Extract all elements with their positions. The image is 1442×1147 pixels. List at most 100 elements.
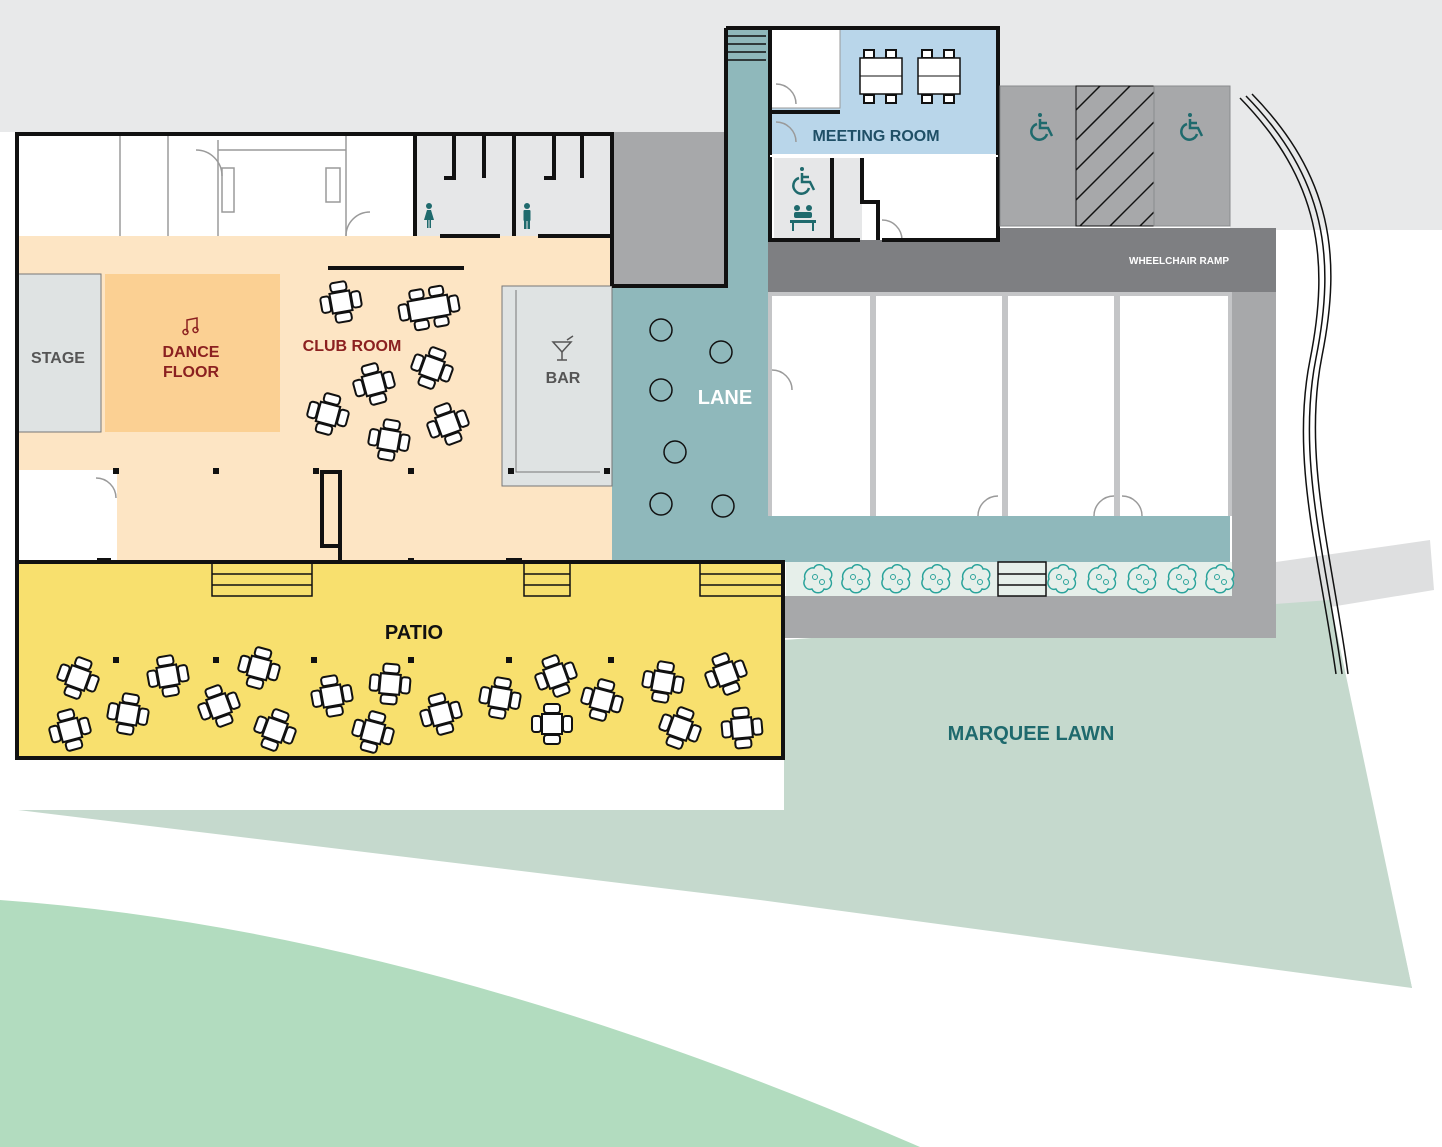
wall: [612, 28, 728, 288]
right-paved-area: [1230, 0, 1442, 230]
south-paving: [784, 596, 1276, 638]
table-4-seat: [478, 676, 522, 720]
table-4-seat: [658, 706, 702, 750]
stool: [649, 492, 673, 516]
table-4-seat: [319, 280, 363, 324]
table-4-seat: [367, 418, 411, 462]
parking-bay-hatched: [1075, 85, 1155, 227]
stool: [711, 494, 735, 518]
patio-tables: [48, 646, 764, 754]
dance-floor: [105, 274, 280, 432]
table-4-seat: [56, 656, 100, 700]
meeting-room-label: MEETING ROOM: [812, 128, 939, 145]
column: [508, 468, 514, 474]
table-4-seat: [106, 692, 150, 736]
table-4-seat: [531, 703, 573, 745]
table-4-seat: [48, 708, 92, 752]
column: [408, 468, 414, 474]
hatch-line: [1139, 211, 1155, 227]
table-6-seat: [397, 284, 461, 332]
club-walls: [320, 266, 464, 562]
hatch-line: [1075, 121, 1155, 201]
lane-stools: [649, 318, 735, 518]
table-4-seat: [641, 660, 685, 704]
shrub-icon: [1167, 564, 1197, 594]
fixture: [221, 167, 235, 213]
male-restroom-icon: [523, 203, 531, 229]
table-4-seat: [352, 362, 396, 406]
door-swing: [775, 121, 797, 143]
marquee-lawn-label: MARQUEE LAWN: [948, 723, 1115, 745]
meeting-table: [917, 49, 961, 104]
door-swing: [345, 211, 371, 237]
stage-label: STAGE: [31, 350, 85, 367]
door-swing: [95, 477, 117, 499]
patio-columns: [113, 657, 614, 663]
hatch-line: [1075, 85, 1101, 111]
meeting-tables: [859, 49, 961, 104]
rail: [1245, 95, 1343, 675]
dance-floor-label-2: FLOOR: [163, 364, 219, 381]
table-4-seat: [351, 710, 395, 754]
table-4-seat: [253, 708, 297, 752]
stage: [16, 273, 102, 433]
wall: [860, 158, 880, 240]
change-rooms: [768, 292, 1232, 517]
store-nw: [769, 27, 841, 109]
stool: [709, 340, 733, 364]
column: [313, 468, 319, 474]
club-room-tables: [306, 280, 470, 462]
fixture: [325, 167, 341, 203]
shrub-icon: [841, 564, 871, 594]
planter-steps: [997, 561, 1047, 597]
table-4-seat: [419, 692, 463, 736]
female-restroom-icon: [424, 203, 434, 228]
column: [113, 657, 119, 663]
shrub-icon: [803, 564, 833, 594]
wall: [544, 134, 556, 180]
door-swing: [1093, 495, 1115, 517]
column: [311, 657, 317, 663]
stool: [649, 378, 673, 402]
service-partitions: [119, 134, 371, 237]
wheelchair-icon: [792, 167, 816, 195]
table-4-seat: [410, 346, 454, 390]
shrub-icon: [921, 564, 951, 594]
table-4-seat: [368, 662, 412, 706]
main-building: [16, 134, 613, 564]
lane-area: [612, 28, 1230, 596]
wall: [726, 26, 1000, 242]
hatch-line: [1109, 181, 1155, 227]
hatch-line: [1079, 151, 1155, 227]
shrubs: [803, 564, 1235, 594]
column: [608, 657, 614, 663]
wheelchair-ramp-label: WHEELCHAIR RAMP: [1129, 256, 1229, 267]
storeroom-sw: [17, 470, 117, 562]
marquee-lawn-area: [784, 600, 1412, 988]
table-4-seat: [534, 654, 578, 698]
lane-label: LANE: [698, 387, 752, 409]
parking: [999, 85, 1231, 227]
door-swing: [1121, 495, 1143, 517]
bar-label: BAR: [546, 370, 581, 387]
pillar-wall: [320, 470, 342, 548]
accessible-wc: [774, 158, 832, 240]
accessible-parking-icon: [1180, 113, 1204, 141]
table-4-seat: [146, 654, 190, 698]
table-4-seat: [426, 402, 470, 446]
path-to-east: [1276, 540, 1434, 612]
wall: [15, 132, 785, 760]
table-4-seat: [310, 674, 354, 718]
railway-track: [1239, 93, 1349, 675]
wc-2: [834, 158, 862, 240]
parking-bay-1: [999, 85, 1077, 227]
baby-change-icon: [790, 205, 816, 231]
table-4-seat: [306, 392, 350, 436]
bar-inner-line: [515, 290, 600, 473]
door-swing: [195, 149, 223, 177]
table-4-seat: [580, 678, 624, 722]
bar-counter: [501, 285, 613, 487]
column: [604, 468, 610, 474]
shrub-icon: [881, 564, 911, 594]
